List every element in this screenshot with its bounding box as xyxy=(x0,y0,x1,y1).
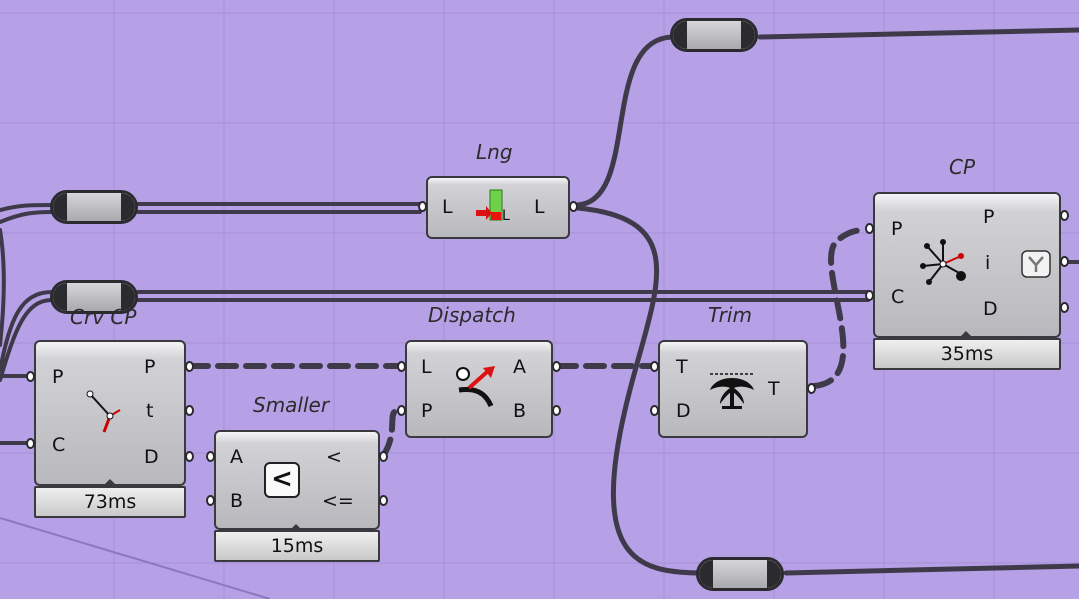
smaller-output-lt: < xyxy=(326,446,342,468)
trim-input-t: T xyxy=(676,356,688,378)
lng-title: Lng xyxy=(476,140,513,164)
crvcp-time-notch xyxy=(102,479,118,487)
cp-output-d: D xyxy=(983,298,998,320)
dispatch-input-l: L xyxy=(421,356,432,378)
trim-tree-icon xyxy=(710,373,754,409)
trim-title: Trim xyxy=(708,303,752,327)
relay[interactable] xyxy=(670,18,758,52)
smaller-input-b: B xyxy=(230,490,244,512)
crvcp-output-d-grip[interactable] xyxy=(185,451,194,462)
trim-input-t-grip[interactable] xyxy=(650,361,659,372)
dispatch-title: Dispatch xyxy=(428,303,516,327)
crvcp-output-t: t xyxy=(146,400,154,422)
cp-component[interactable]: P C P i D xyxy=(873,192,1061,338)
trim-output-t: T xyxy=(768,378,780,400)
cp-input-p: P xyxy=(891,218,903,240)
dispatch-icon xyxy=(456,366,495,408)
trim-component[interactable]: T D T xyxy=(658,340,808,438)
dispatch-output-b: B xyxy=(513,400,527,422)
smaller-output-le: <= xyxy=(322,490,354,512)
relay[interactable] xyxy=(50,190,138,224)
trim-input-d-grip[interactable] xyxy=(650,405,659,416)
smaller-component[interactable]: A B < <= < xyxy=(214,430,380,530)
curve-closest-point-icon xyxy=(86,390,121,433)
dispatch-output-a: A xyxy=(513,356,526,378)
graft-icon xyxy=(1021,250,1051,278)
smaller-time: 15ms xyxy=(214,530,380,562)
cp-input-c: C xyxy=(891,286,905,308)
smaller-input-a: A xyxy=(230,446,243,468)
cp-input-c-grip[interactable] xyxy=(865,290,874,301)
cp-output-p-grip[interactable] xyxy=(1060,210,1069,221)
svg-text:L: L xyxy=(502,208,510,224)
lng-input-grip[interactable] xyxy=(418,201,427,212)
less-than-icon: < xyxy=(264,462,300,498)
cp-output-d-grip[interactable] xyxy=(1060,302,1069,313)
closest-point-icon xyxy=(920,239,966,285)
relay[interactable] xyxy=(696,557,784,591)
cp-time: 35ms xyxy=(873,338,1061,370)
cp-title: CP xyxy=(949,155,976,179)
smaller-title: Smaller xyxy=(253,393,330,417)
crvcp-component[interactable]: P C P t D xyxy=(34,340,186,486)
cp-time-notch xyxy=(958,331,974,339)
relay[interactable] xyxy=(50,280,138,314)
dispatch-output-a-grip[interactable] xyxy=(552,361,561,372)
dispatch-component[interactable]: L P A B xyxy=(405,340,553,438)
crvcp-output-d: D xyxy=(144,446,159,468)
crvcp-input-p: P xyxy=(52,366,64,388)
cp-output-i: i xyxy=(985,252,991,274)
smaller-time-notch xyxy=(288,524,304,532)
trim-input-d: D xyxy=(676,400,691,422)
trim-output-t-grip[interactable] xyxy=(807,383,816,394)
dispatch-input-p: P xyxy=(421,400,433,422)
crvcp-title: Crv CP xyxy=(70,305,137,329)
crvcp-time: 73ms xyxy=(34,486,186,518)
lng-output-l: L xyxy=(534,196,545,218)
smaller-input-b-grip[interactable] xyxy=(206,495,215,506)
lng-input-l: L xyxy=(442,196,453,218)
smaller-output-lt-grip[interactable] xyxy=(379,451,388,462)
crvcp-output-p: P xyxy=(144,356,156,378)
dispatch-input-l-grip[interactable] xyxy=(397,361,406,372)
crvcp-output-t-grip[interactable] xyxy=(185,405,194,416)
cp-output-p: P xyxy=(983,206,995,228)
lng-output-grip[interactable] xyxy=(569,201,578,212)
smaller-output-le-grip[interactable] xyxy=(379,495,388,506)
cp-output-i-grip[interactable] xyxy=(1060,256,1069,267)
cp-input-p-grip[interactable] xyxy=(865,223,874,234)
crvcp-input-p-grip[interactable] xyxy=(26,371,35,382)
crvcp-input-c-grip[interactable] xyxy=(26,438,35,449)
dispatch-output-b-grip[interactable] xyxy=(552,405,561,416)
smaller-input-a-grip[interactable] xyxy=(206,451,215,462)
list-length-icon: L xyxy=(476,189,510,224)
lng-component[interactable]: L L L xyxy=(426,176,570,239)
crvcp-output-p-grip[interactable] xyxy=(185,361,194,372)
dispatch-input-p-grip[interactable] xyxy=(397,405,406,416)
crvcp-input-c: C xyxy=(52,434,66,456)
